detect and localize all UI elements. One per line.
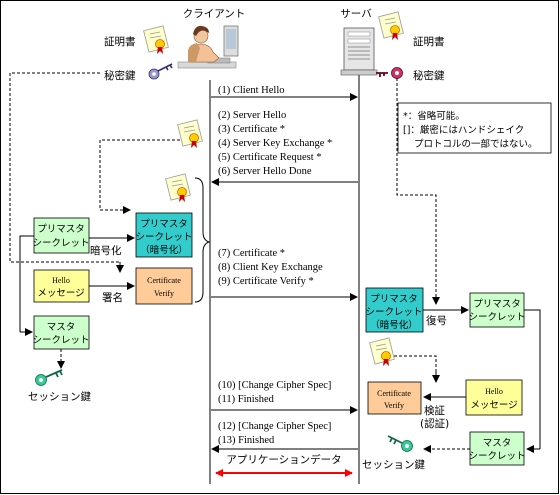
svg-text:プリマスタ: プリマスタ bbox=[473, 299, 521, 310]
msg-client-key-exchange: (8) Client Key Exchange bbox=[218, 262, 323, 273]
client-cert-to-verify bbox=[394, 355, 437, 372]
encrypt-label: 暗号化 bbox=[90, 244, 122, 257]
svg-text:プリマスタ: プリマスタ bbox=[370, 294, 418, 305]
server-title: サーバ bbox=[340, 8, 372, 20]
msg-finished-server: (13) Finished bbox=[218, 435, 275, 446]
msg-server-hello: (2) Server Hello bbox=[218, 110, 286, 121]
svg-text:シークレット: シークレット bbox=[135, 232, 192, 243]
verify-label: 検証 bbox=[424, 404, 445, 417]
client-title: クライアント bbox=[183, 8, 246, 20]
svg-text:プリマスタ: プリマスタ bbox=[140, 219, 188, 230]
person-at-computer-icon bbox=[177, 25, 239, 69]
certificate-ribbon-icon bbox=[177, 119, 203, 149]
verify-auth-label: (認証) bbox=[420, 417, 449, 430]
certificate-ribbon-icon bbox=[165, 173, 191, 203]
certificate-ribbon-icon bbox=[378, 11, 404, 41]
premaster-to-master-server bbox=[524, 309, 541, 449]
client-certificate-label: 証明書 bbox=[104, 35, 136, 48]
svg-text:シークレット: シークレット bbox=[468, 451, 525, 462]
client-key-connector bbox=[9, 72, 120, 263]
client-certificate-verify-box: Certificate Verify bbox=[135, 267, 193, 305]
certificate-ribbon-icon bbox=[143, 25, 169, 55]
client-group-brace bbox=[194, 177, 211, 303]
client-private-key-label: 秘密鍵 bbox=[104, 69, 136, 82]
svg-text:Hello: Hello bbox=[52, 276, 70, 285]
svg-text:マスタ: マスタ bbox=[47, 322, 76, 333]
legend-line-3: プロトコルの一部ではない。 bbox=[414, 138, 538, 150]
key-icon bbox=[376, 67, 403, 79]
client-session-key-label: セッション鍵 bbox=[28, 390, 91, 403]
msg-certificate-request: (5) Certificate Request * bbox=[218, 152, 322, 163]
client-premaster-box: プリマスタ シークレット bbox=[32, 217, 90, 254]
svg-text:シークレット: シークレット bbox=[365, 307, 422, 318]
client-master-box: マスタ シークレット bbox=[32, 315, 90, 350]
svg-text:（暗号化）: （暗号化） bbox=[370, 319, 418, 331]
server-hello-box: Hello メッセージ bbox=[465, 379, 523, 416]
msg-server-key-exchange: (4) Server Key Exchange * bbox=[218, 138, 332, 149]
server-premaster-box: プリマスタ シークレット bbox=[468, 292, 526, 328]
svg-text:Certificate: Certificate bbox=[147, 276, 181, 285]
msg-certificate: (3) Certificate * bbox=[218, 124, 285, 135]
svg-text:Verify: Verify bbox=[154, 289, 174, 298]
svg-text:（暗号化）: （暗号化） bbox=[140, 244, 188, 256]
svg-text:マスタ: マスタ bbox=[483, 438, 512, 449]
premaster-to-master-client bbox=[19, 235, 34, 332]
svg-text:メッセージ: メッセージ bbox=[470, 400, 517, 411]
key-icon bbox=[148, 63, 173, 80]
client-encrypted-premaster-box: プリマスタ シークレット （暗号化） bbox=[135, 212, 193, 258]
svg-text:プリマスタ: プリマスタ bbox=[37, 224, 85, 235]
app-data-label: アプリケーションデータ bbox=[226, 453, 341, 466]
sign-label: 署名 bbox=[102, 291, 123, 304]
server-master-box: マスタ シークレット bbox=[468, 431, 526, 466]
msg-client-hello: (1) Client Hello bbox=[218, 85, 285, 96]
legend-line-2: []：厳密にはハンドシェイク bbox=[403, 124, 524, 136]
msg-client-certificate: (7) Certificate * bbox=[218, 248, 285, 259]
key-icon bbox=[35, 369, 63, 386]
decrypt-label: 復号 bbox=[426, 314, 447, 327]
svg-text:メッセージ: メッセージ bbox=[37, 288, 84, 299]
server-session-key-label: セッション鍵 bbox=[362, 458, 425, 471]
msg-server-hello-done: (6) Server Hello Done bbox=[218, 166, 312, 177]
msg-finished-client: (11) Finished bbox=[218, 394, 275, 405]
server-certificate-label: 証明書 bbox=[413, 35, 445, 48]
legend-box: *：省略可能。 []：厳密にはハンドシェイク プロトコルの一部ではない。 bbox=[397, 102, 552, 154]
server-cert-connector bbox=[99, 139, 180, 210]
legend-line-1: *：省略可能。 bbox=[403, 110, 465, 122]
svg-text:シークレット: シークレット bbox=[32, 238, 89, 249]
svg-text:Hello: Hello bbox=[485, 387, 503, 396]
key-icon bbox=[387, 435, 413, 452]
server-tower-icon bbox=[340, 27, 378, 76]
msg-change-cipher-spec-client: (10) [Change Cipher Spec] bbox=[218, 380, 331, 391]
client-hello-box: Hello メッセージ bbox=[33, 269, 90, 303]
msg-change-cipher-spec-server: (12) [Change Cipher Spec] bbox=[218, 421, 331, 432]
svg-text:シークレット: シークレット bbox=[468, 312, 525, 323]
certificate-ribbon-icon bbox=[369, 337, 395, 367]
server-key-connector bbox=[396, 78, 440, 305]
server-certificate-verify-box: Certificate Verify bbox=[367, 381, 422, 415]
svg-text:Verify: Verify bbox=[384, 401, 404, 410]
svg-text:シークレット: シークレット bbox=[32, 335, 89, 346]
msg-certificate-verify: (9) Certificate Verify * bbox=[218, 276, 314, 287]
server-encrypted-premaster-box: プリマスタ シークレット （暗号化） bbox=[365, 287, 424, 333]
server-private-key-label: 秘密鍵 bbox=[413, 69, 445, 82]
svg-text:Certificate: Certificate bbox=[377, 389, 411, 398]
